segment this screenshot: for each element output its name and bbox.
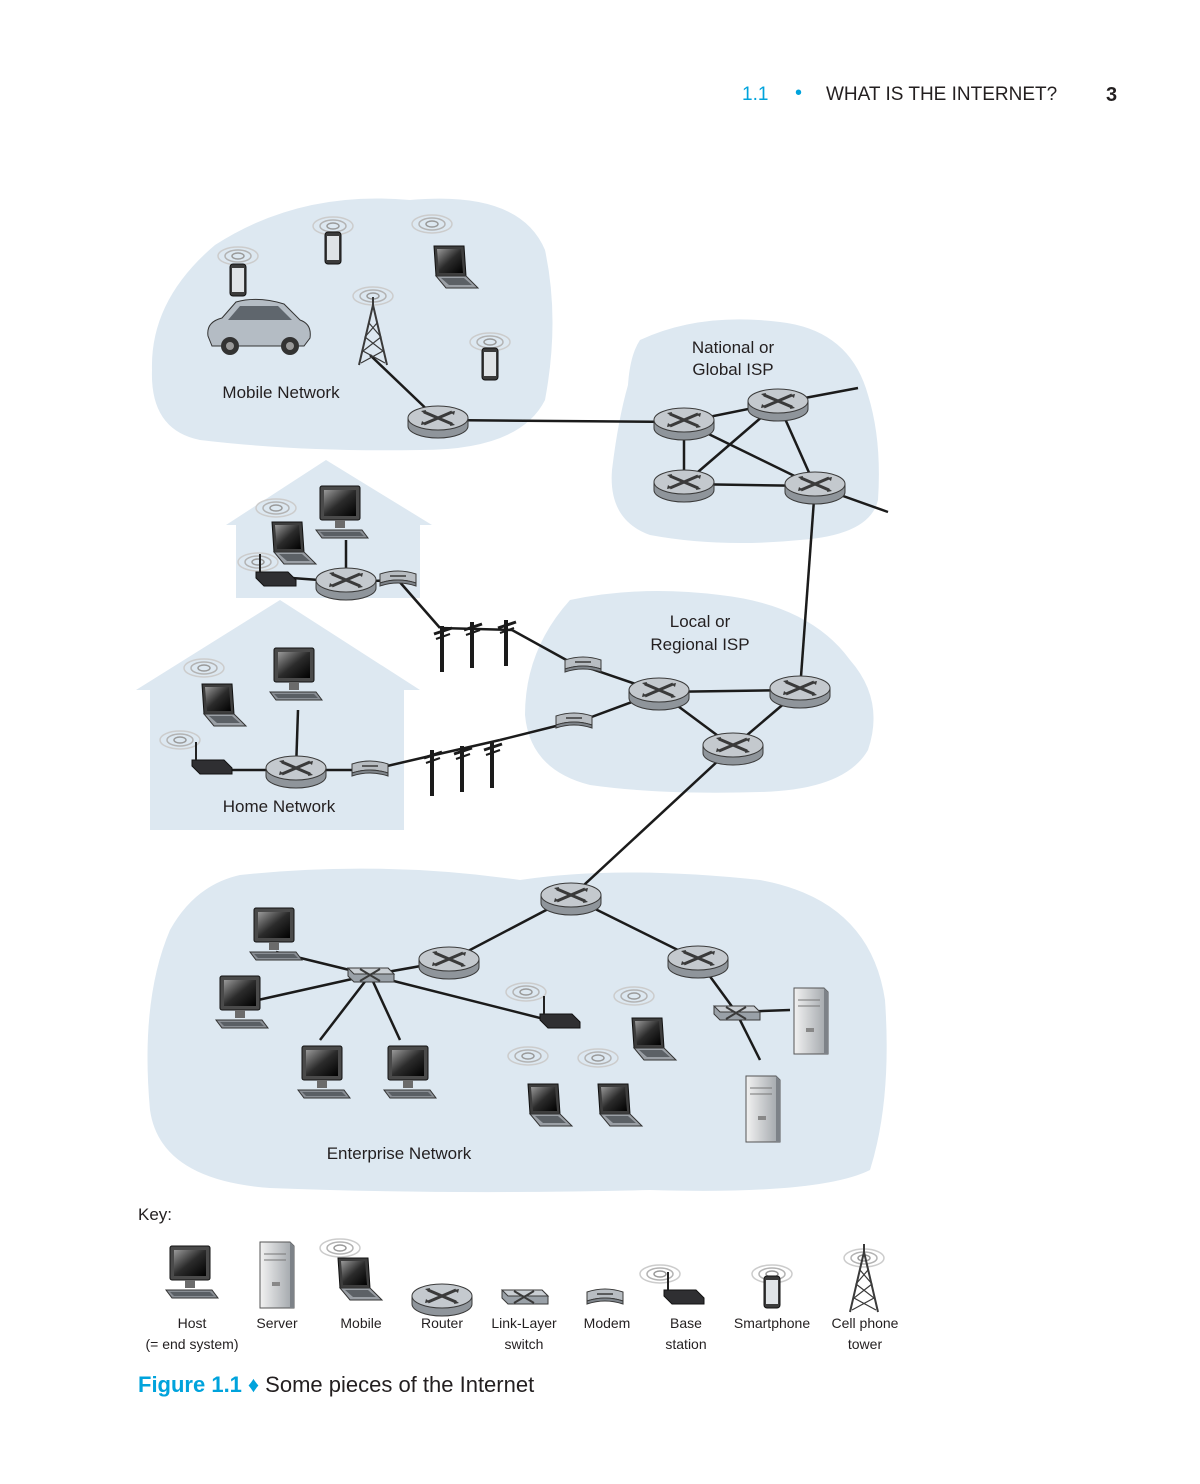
server-icon (793, 987, 829, 1055)
host-icon (315, 485, 369, 539)
host-icon (165, 1245, 219, 1299)
regional-isp-label-line1: Local or (670, 612, 731, 631)
host-icon (249, 907, 303, 961)
router-icon (701, 731, 765, 767)
key-label-line1: Cell phone (832, 1315, 899, 1331)
regional-isp-label-line2: Regional ISP (650, 635, 749, 654)
enterprise-network-label: Enterprise Network (327, 1144, 472, 1163)
router-icon (406, 404, 470, 440)
router-icon (652, 468, 716, 504)
chapter-title: WHAT IS THE INTERNET? (826, 84, 1058, 105)
home-network-label: Home Network (223, 797, 336, 816)
router-icon (417, 945, 481, 981)
key-label-line1: Smartphone (734, 1315, 810, 1331)
header-bullet: • (795, 82, 803, 104)
figure-caption: Figure 1.1♦Some pieces of the Internet (138, 1372, 534, 1398)
link-layer-switch-icon (501, 1289, 549, 1305)
router-icon (746, 387, 810, 423)
key-label-line2: tower (848, 1336, 883, 1352)
router-icon (410, 1282, 474, 1318)
server-icon (259, 1241, 295, 1309)
router-icon (783, 470, 847, 506)
section-number: 1.1 (742, 84, 769, 105)
base-station-icon (639, 1264, 705, 1305)
router-icon (666, 944, 730, 980)
caption-text: Some pieces of the Internet (265, 1372, 535, 1397)
mobile-icon (319, 1238, 383, 1301)
caption-separator: ♦ (247, 1372, 260, 1397)
router-icon (627, 676, 691, 712)
router-icon (768, 674, 832, 710)
smartphone-icon (751, 1264, 793, 1309)
router-icon (314, 566, 378, 602)
key-label-line1: Host (178, 1315, 207, 1331)
host-icon (215, 975, 269, 1029)
key-label-line1: Modem (584, 1315, 631, 1331)
key-label-line1: Link-Layer (491, 1315, 557, 1331)
key-title: Key: (138, 1205, 172, 1224)
link-layer-switch-icon (347, 967, 395, 983)
server-icon (745, 1075, 781, 1143)
router-icon (264, 754, 328, 790)
key-label-line1: Router (421, 1315, 463, 1331)
router-icon (539, 881, 603, 917)
utility-poles-lower (422, 740, 504, 798)
mobile-network-label: Mobile Network (222, 383, 340, 402)
router-icon (652, 406, 716, 442)
key-label-line2: (= end system) (146, 1336, 239, 1352)
cell-tower-icon (843, 1243, 885, 1313)
key-label-line1: Base (670, 1315, 702, 1331)
link-layer-switch-icon (713, 1005, 761, 1021)
key-label-line1: Mobile (340, 1315, 381, 1331)
page-header: 1.1 • WHAT IS THE INTERNET? 3 (0, 82, 1200, 114)
national-isp-label-line2: Global ISP (692, 360, 773, 379)
host-icon (383, 1045, 437, 1099)
host-icon (297, 1045, 351, 1099)
key-label-line2: switch (505, 1336, 544, 1352)
modem-icon (586, 1288, 624, 1305)
figure-number: Figure 1.1 (138, 1372, 242, 1397)
national-isp-label-line1: National or (692, 338, 775, 357)
car-icon (207, 298, 311, 355)
key-legend: Host (= end system) Server Mobile Router… (146, 1238, 899, 1352)
home-network-house (136, 600, 420, 830)
host-icon (269, 647, 323, 701)
key-label-line2: station (665, 1336, 706, 1352)
page-number: 3 (1106, 84, 1118, 106)
key-label-line1: Server (256, 1315, 298, 1331)
